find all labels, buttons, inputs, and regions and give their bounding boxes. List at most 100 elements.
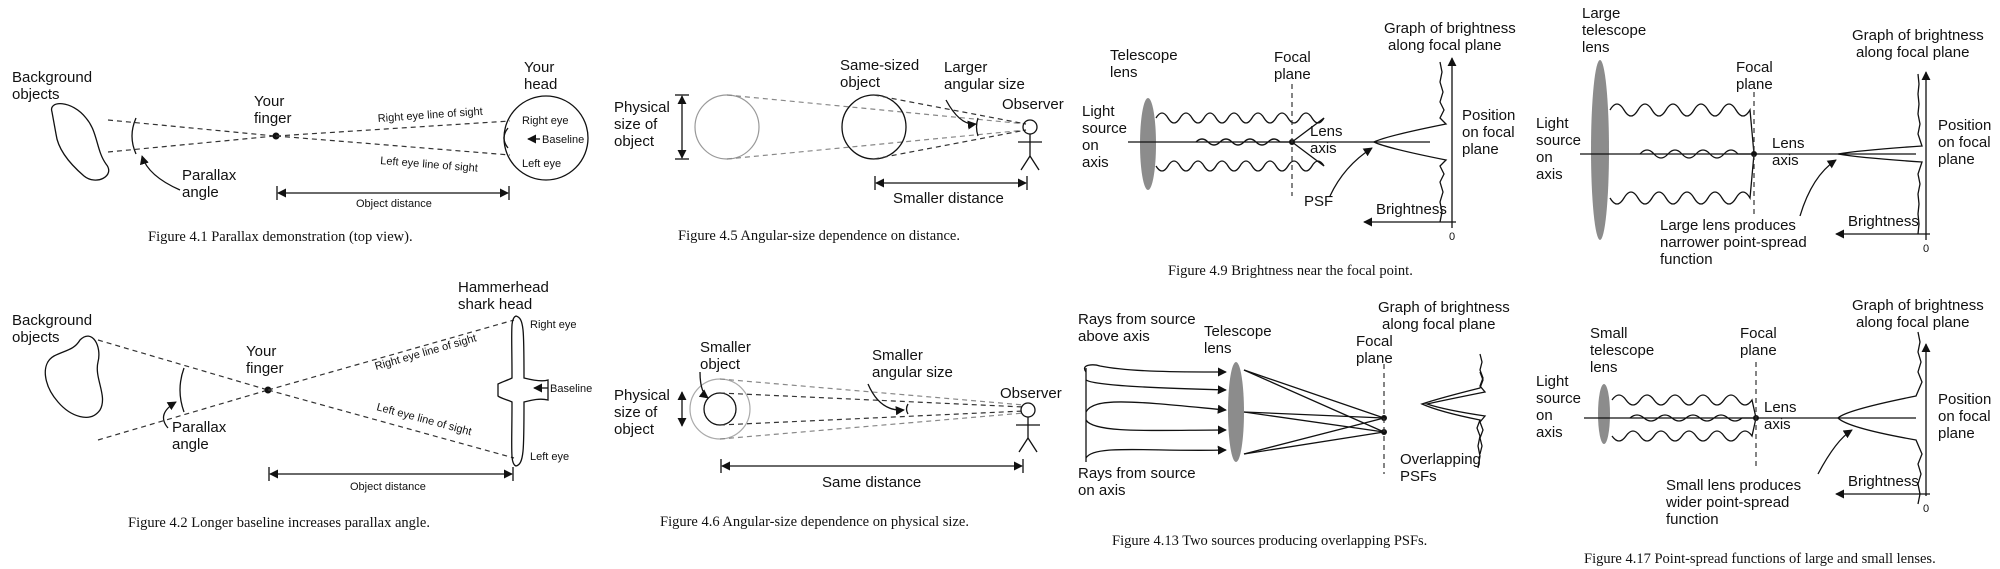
zero-label: 0 [1923, 503, 1929, 515]
wave-upper [1155, 112, 1325, 143]
background-object-shape [51, 103, 110, 181]
conv-2a [1243, 411, 1385, 419]
right-eye-los-label: Right eye line of sight [377, 106, 483, 125]
ghost-ray-top [719, 378, 1025, 406]
observer-figure [1016, 402, 1040, 453]
left-eye-label: Left eye [530, 451, 569, 463]
sightline-lower-far [107, 135, 276, 153]
smaller-object-circle [703, 392, 737, 426]
caption-4-13: Figure 4.13 Two sources producing overla… [1112, 533, 1427, 549]
wide-psf-pointer [1817, 429, 1853, 475]
ray-5 [1085, 445, 1227, 459]
ghost-ray-bottom [719, 412, 1025, 440]
far-ray-bottom [726, 129, 1027, 160]
zero-label: 0 [1923, 243, 1929, 255]
parallax-pointer-arrow [162, 401, 177, 429]
same-distance-label: Same distance [822, 474, 921, 491]
parallax-arc [179, 367, 185, 413]
conv-1b [1243, 369, 1385, 433]
large-telescope-lens [1591, 60, 1609, 240]
sightline-upper-far [97, 339, 269, 391]
wave-lower [1609, 153, 1755, 205]
narrow-psf-pointer [1799, 159, 1837, 217]
caption-4-17: Figure 4.17 Point-spread functions of la… [1584, 551, 1936, 567]
baseline-label: Baseline [542, 134, 584, 146]
focal-point-dot [1751, 151, 1757, 157]
angle-arc [975, 117, 979, 137]
wave-upper [1609, 103, 1755, 155]
wave-upper [1611, 394, 1757, 419]
caption-4-2: Figure 4.2 Longer baseline increases par… [128, 515, 430, 531]
left-eye-line [267, 389, 515, 459]
nose [503, 127, 509, 149]
psf-curve [1372, 61, 1448, 223]
conv-2b [1243, 411, 1385, 433]
psf-pointer-arrow [1329, 147, 1373, 197]
caption-4-6: Figure 4.6 Angular-size dependence on ph… [660, 514, 969, 530]
right-eye-line [267, 319, 515, 391]
left-eye-los-label: Left eye line of sight [380, 155, 478, 175]
small-ray-top [719, 392, 1025, 408]
observer-figure [1018, 119, 1042, 171]
psf-label: PSF [1304, 193, 1333, 210]
shark-head-shape [497, 315, 549, 467]
telescope-lens [1140, 98, 1156, 190]
near-ray-bottom [873, 129, 1027, 160]
smaller-angle-pointer [867, 383, 905, 416]
left-eye-line [275, 135, 511, 156]
sightline-upper-far [107, 119, 276, 137]
larger-angle-pointer [945, 99, 977, 130]
overlap-psf-curve-2 [1420, 371, 1484, 469]
caption-4-9: Figure 4.9 Brightness near the focal poi… [1168, 263, 1413, 279]
baseline-label: Baseline [550, 383, 592, 395]
background-object-shape [44, 335, 104, 418]
far-ray-top [726, 94, 1027, 125]
wave-middle [1629, 414, 1756, 422]
right-eye-los-label: Right eye line of sight [374, 332, 478, 373]
object-distance-label: Object distance [356, 198, 432, 210]
angle-arc [905, 403, 909, 415]
near-object-circle [841, 94, 907, 160]
brightness-label: Brightness [1848, 213, 1919, 230]
parallax-arc [131, 117, 137, 155]
wave-middle [1195, 138, 1292, 146]
telescope-lens [1228, 362, 1244, 462]
brightness-label: Brightness [1848, 473, 1919, 490]
left-eye-los-label: Left eye line of sight [375, 401, 473, 438]
parallax-pointer-arrow [140, 155, 181, 191]
sightline-lower-far [97, 389, 269, 441]
